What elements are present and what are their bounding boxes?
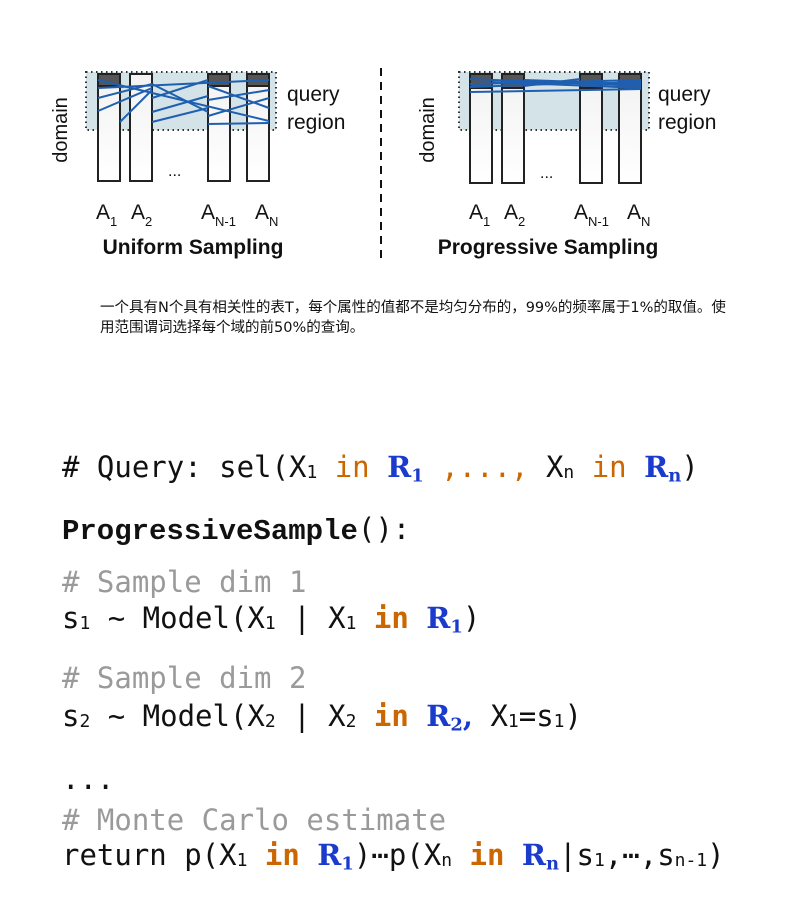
sample-line bbox=[151, 79, 209, 99]
left-columns bbox=[97, 73, 270, 182]
left-column-labels: A1 A2 AN-1 AN bbox=[96, 201, 278, 229]
col-label: A2 bbox=[131, 201, 152, 229]
sample-line bbox=[97, 83, 153, 99]
sample-line bbox=[97, 79, 270, 89]
left-column-a2 bbox=[129, 73, 153, 182]
col-label: AN bbox=[627, 201, 650, 229]
code-line-query: # Query: sel(X1 in R1 ,..., Xn in Rn) bbox=[62, 450, 699, 487]
code-line-sample2: s2 ~ Model(X2 | X2 in R2, X1=s1) bbox=[62, 699, 582, 736]
right-columns bbox=[469, 73, 642, 184]
sample-line bbox=[207, 122, 270, 125]
uniform-sampling-panel: domain ... query r bbox=[50, 71, 345, 259]
sampling-diagram: domain ... query r bbox=[50, 68, 716, 260]
code-comment-dim2: # Sample dim 2 bbox=[62, 661, 307, 695]
sample-line bbox=[579, 81, 642, 85]
right-column-an bbox=[618, 73, 642, 184]
sample-line bbox=[207, 97, 270, 117]
sample-line bbox=[469, 88, 642, 93]
right-ellipsis: ... bbox=[540, 165, 553, 182]
sample-line bbox=[207, 85, 270, 109]
right-domain-label: domain bbox=[417, 97, 439, 163]
col-label: A2 bbox=[504, 201, 525, 229]
code-line-ellipsis: ... bbox=[62, 762, 115, 796]
col-label: AN bbox=[255, 201, 278, 229]
right-sample-lines bbox=[469, 78, 642, 93]
right-column-a1 bbox=[469, 73, 493, 184]
code-comment-dim1: # Sample dim 1 bbox=[62, 565, 307, 599]
sample-line bbox=[119, 89, 153, 123]
left-column-a1 bbox=[97, 73, 121, 182]
left-sample-lines bbox=[97, 79, 270, 125]
sample-line bbox=[151, 83, 209, 113]
right-panel-title: Progressive Sampling bbox=[438, 236, 659, 259]
left-ellipsis: ... bbox=[168, 163, 181, 180]
col-label: A1 bbox=[96, 201, 117, 229]
left-region-label-2: region bbox=[287, 111, 345, 134]
left-panel-title: Uniform Sampling bbox=[103, 236, 284, 259]
right-region-label-2: region bbox=[658, 111, 716, 134]
code-line-function: ProgressiveSample(): bbox=[62, 512, 411, 548]
sample-line bbox=[97, 87, 153, 112]
sample-line bbox=[151, 95, 209, 113]
figure-caption: 一个具有N个具有相关性的表T，每个属性的值都不是均匀分布的，99%的频率属于1%… bbox=[100, 300, 726, 336]
code-line-return: return p(X1 in R1)⋯p(Xn in Rn|s1,⋯,sn-1) bbox=[62, 838, 725, 875]
code-line-sample1: s1 ~ Model(X1 | X1 in R1) bbox=[62, 601, 481, 638]
progressive-sampling-panel: domain ... query region A1 A bbox=[417, 71, 716, 259]
col-label: A1 bbox=[469, 201, 490, 229]
col-label: AN-1 bbox=[201, 201, 236, 229]
sample-line bbox=[523, 78, 581, 87]
right-column-labels: A1 A2 AN-1 AN bbox=[469, 201, 650, 229]
left-domain-label: domain bbox=[50, 97, 72, 163]
left-column-an1-top bbox=[207, 73, 231, 87]
sample-line bbox=[151, 107, 209, 123]
right-region-label-1: query bbox=[658, 83, 711, 106]
sample-line bbox=[207, 89, 270, 101]
left-region-label-1: query bbox=[287, 83, 340, 106]
sample-line bbox=[491, 81, 642, 89]
code-comment-estimate: # Monte Carlo estimate bbox=[62, 803, 447, 837]
col-label: AN-1 bbox=[574, 201, 609, 229]
